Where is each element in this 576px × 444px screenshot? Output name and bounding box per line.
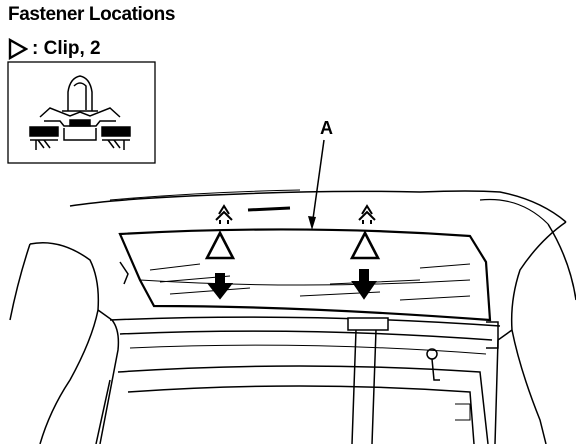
legend: : Clip, 2 (8, 38, 101, 60)
callout-a: A (308, 118, 333, 230)
page-title: Fastener Locations (8, 4, 176, 25)
clip-detail-illustration (29, 75, 131, 150)
legend-text: : Clip, 2 (32, 38, 101, 59)
clip-marker-right (349, 204, 381, 300)
clip-triangle-icon (8, 38, 28, 60)
callout-a-label: A (320, 118, 333, 138)
vehicle-interior (9, 189, 576, 444)
clip-detail-inset (7, 61, 156, 164)
clip-marker-left (204, 204, 236, 300)
